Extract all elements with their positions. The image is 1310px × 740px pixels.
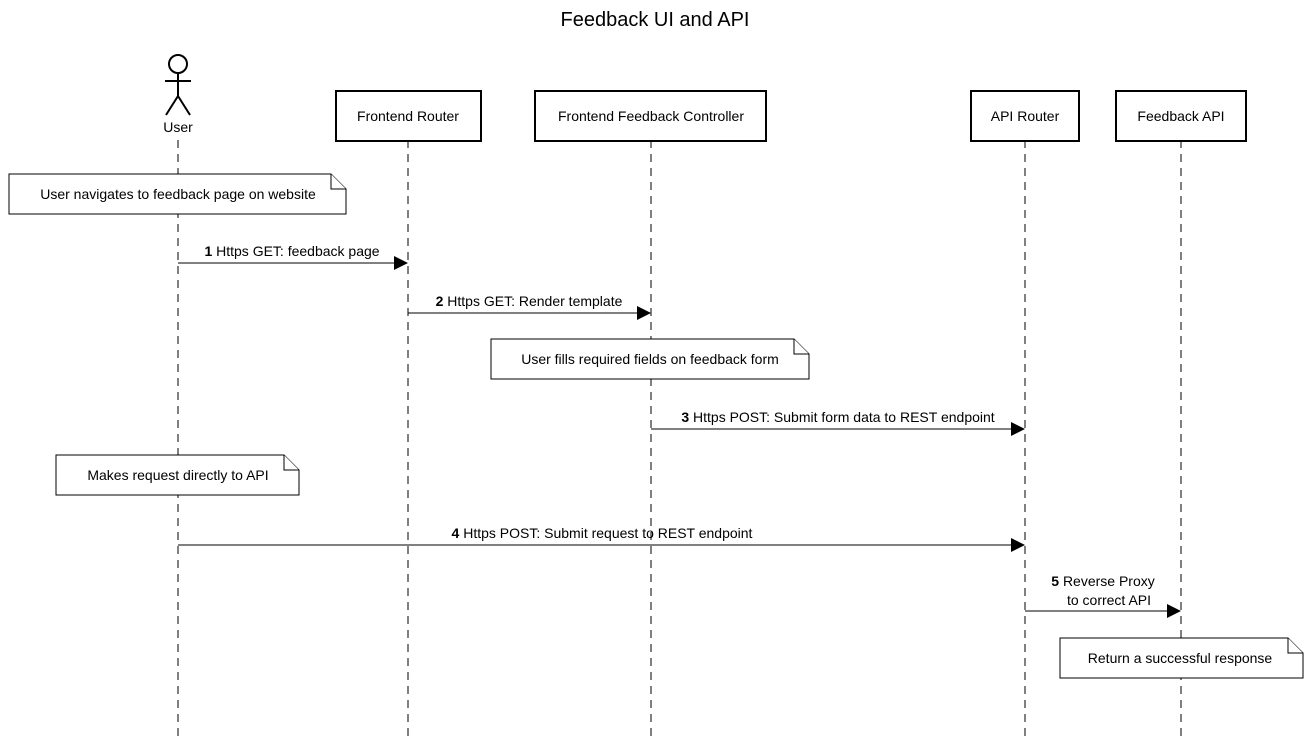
note-direct-api: Makes request directly to API	[55, 454, 300, 496]
message-2: 2 Https GET: Render template	[408, 293, 651, 320]
note-text: User fills required fields on feedback f…	[521, 351, 779, 367]
note-text: Makes request directly to API	[87, 467, 268, 483]
message-number: 4	[452, 525, 460, 541]
arrowhead	[637, 306, 651, 320]
message-5: 5 Reverse Proxy to correct API	[1025, 573, 1181, 618]
arrowhead	[394, 256, 408, 270]
note-text: Return a successful response	[1088, 650, 1273, 666]
message-text: Reverse Proxy	[1063, 573, 1155, 589]
message-1: 1 Https GET: feedback page	[178, 243, 408, 270]
message-label: 5 Reverse Proxy	[1051, 573, 1155, 589]
message-text: Https POST: Submit form data to REST end…	[693, 409, 995, 425]
participant-label: Frontend Router	[357, 108, 459, 124]
message-label-line2: to correct API	[1067, 592, 1151, 608]
message-label: 4 Https POST: Submit request to REST end…	[452, 525, 753, 541]
participant-label: Feedback API	[1137, 108, 1224, 124]
participant-feedback-api: Feedback API	[1115, 90, 1247, 142]
arrowhead	[1011, 422, 1025, 436]
message-4: 4 Https POST: Submit request to REST end…	[178, 525, 1025, 552]
arrowhead	[1011, 538, 1025, 552]
arrowhead	[1167, 604, 1181, 618]
note-success: Return a successful response	[1059, 637, 1304, 679]
diagram-title: Feedback UI and API	[560, 9, 749, 31]
participant-api-router: API Router	[970, 90, 1080, 142]
message-number: 2	[436, 293, 444, 309]
note-fill-form: User fills required fields on feedback f…	[490, 338, 810, 380]
message-label: 1 Https GET: feedback page	[204, 243, 379, 259]
message-text: Https GET: feedback page	[216, 243, 380, 259]
participant-label: Frontend Feedback Controller	[558, 108, 744, 124]
note-text: User navigates to feedback page on websi…	[40, 186, 316, 202]
note-navigate: User navigates to feedback page on websi…	[8, 173, 347, 215]
message-label: 2 Https GET: Render template	[436, 293, 623, 309]
message-text: Https POST: Submit request to REST endpo…	[463, 525, 752, 541]
message-text: Https GET: Render template	[447, 293, 622, 309]
message-number: 3	[681, 409, 689, 425]
participant-user-label: User	[163, 119, 193, 135]
message-label: 3 Https POST: Submit form data to REST e…	[681, 409, 994, 425]
participant-feedback-controller: Frontend Feedback Controller	[534, 90, 767, 142]
message-number: 1	[204, 243, 212, 259]
message-3: 3 Https POST: Submit form data to REST e…	[651, 409, 1025, 436]
participant-frontend-router: Frontend Router	[335, 90, 482, 142]
participant-label: API Router	[991, 108, 1060, 124]
user-actor-icon	[165, 54, 191, 116]
message-number: 5	[1051, 573, 1059, 589]
